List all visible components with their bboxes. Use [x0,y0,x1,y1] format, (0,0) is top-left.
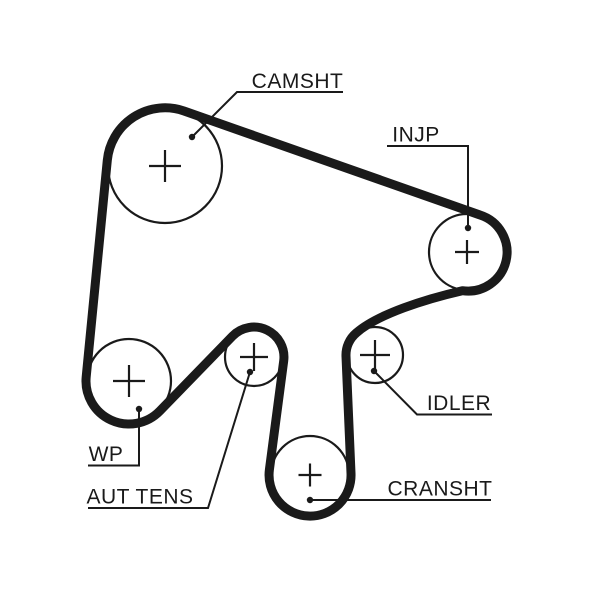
leader-line-camsht [191,91,343,138]
label-camsht: CAMSHT [252,70,344,93]
leader-dot-wp [135,405,143,413]
leader-line-wp [88,409,140,467]
leader-line-idler [373,370,492,416]
leader-dot-aut-tens [246,368,254,376]
label-aut-tens: AUT TENS [86,486,193,509]
leader-dot-camsht [188,133,196,141]
leader-dot-cransht [306,496,314,504]
label-cransht: CRANSHT [387,478,492,501]
leader-dot-injp [464,224,472,232]
label-injp: INJP [392,124,440,147]
leader-line-aut-tens [88,371,251,509]
label-idler: IDLER [427,392,491,415]
timing-belt [81,103,512,521]
leader-line-injp [387,145,469,228]
label-wp: WP [89,443,124,466]
leader-dot-idler [370,367,378,375]
